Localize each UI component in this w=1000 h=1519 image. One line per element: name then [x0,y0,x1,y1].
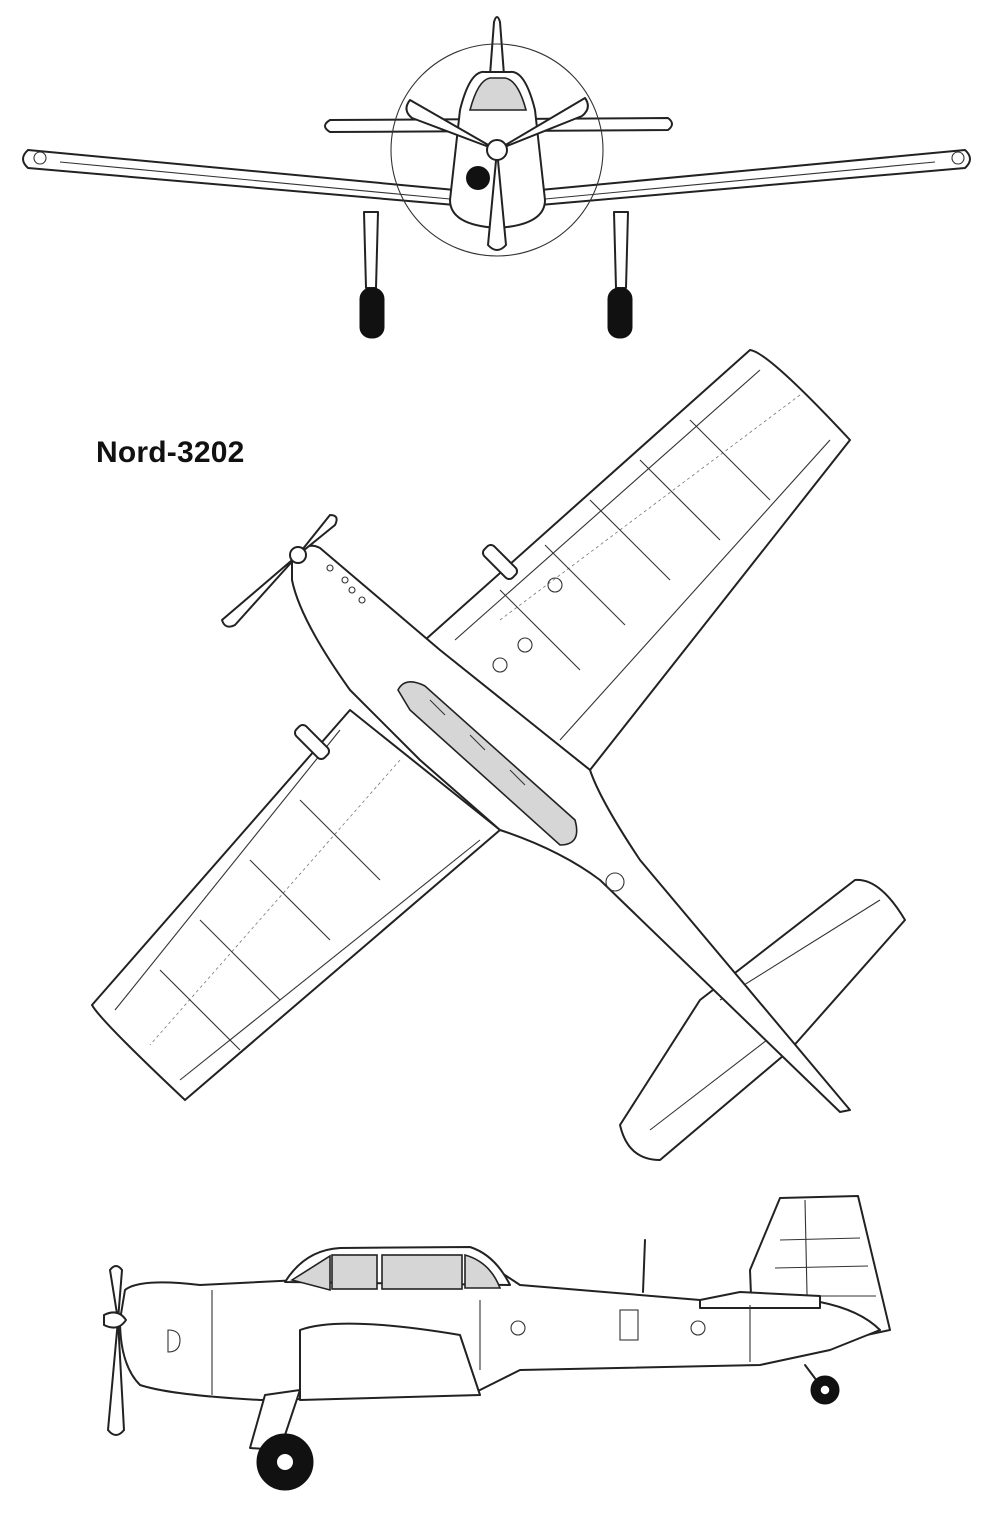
front-view-drawing [22,16,971,339]
aircraft-title: Nord-3202 [96,436,245,469]
